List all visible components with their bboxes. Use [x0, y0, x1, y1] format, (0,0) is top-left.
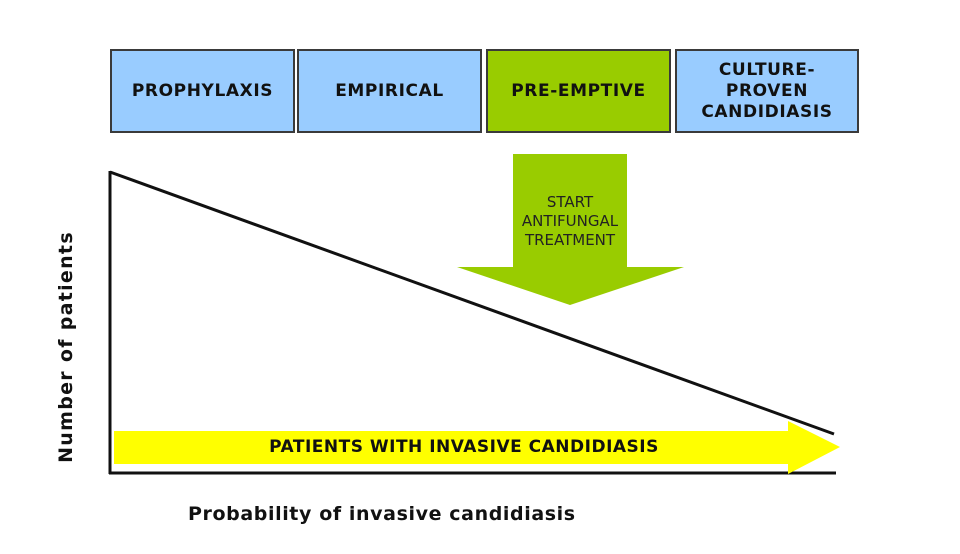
phase-pre-emptive: PRE-EMPTIVE	[486, 49, 671, 133]
phase-empirical: EMPIRICAL	[297, 49, 482, 133]
patients-band-label: PATIENTS WITH INVASIVE CANDIDIASIS	[269, 437, 659, 457]
patients-band-arrow	[114, 421, 840, 474]
phase-culture-proven-candidiasis: CULTURE- PROVEN CANDIDIASIS	[675, 49, 859, 133]
treatment-arrow-label: START ANTIFUNGAL TREATMENT	[521, 193, 619, 249]
y-axis-label: Number of patients	[55, 231, 77, 463]
phase-prophylaxis: PROPHYLAXIS	[110, 49, 295, 133]
x-axis-label: Probability of invasive candidiasis	[188, 503, 576, 525]
declining-patients-line	[109, 170, 835, 436]
treatment-start-arrow	[457, 154, 684, 305]
